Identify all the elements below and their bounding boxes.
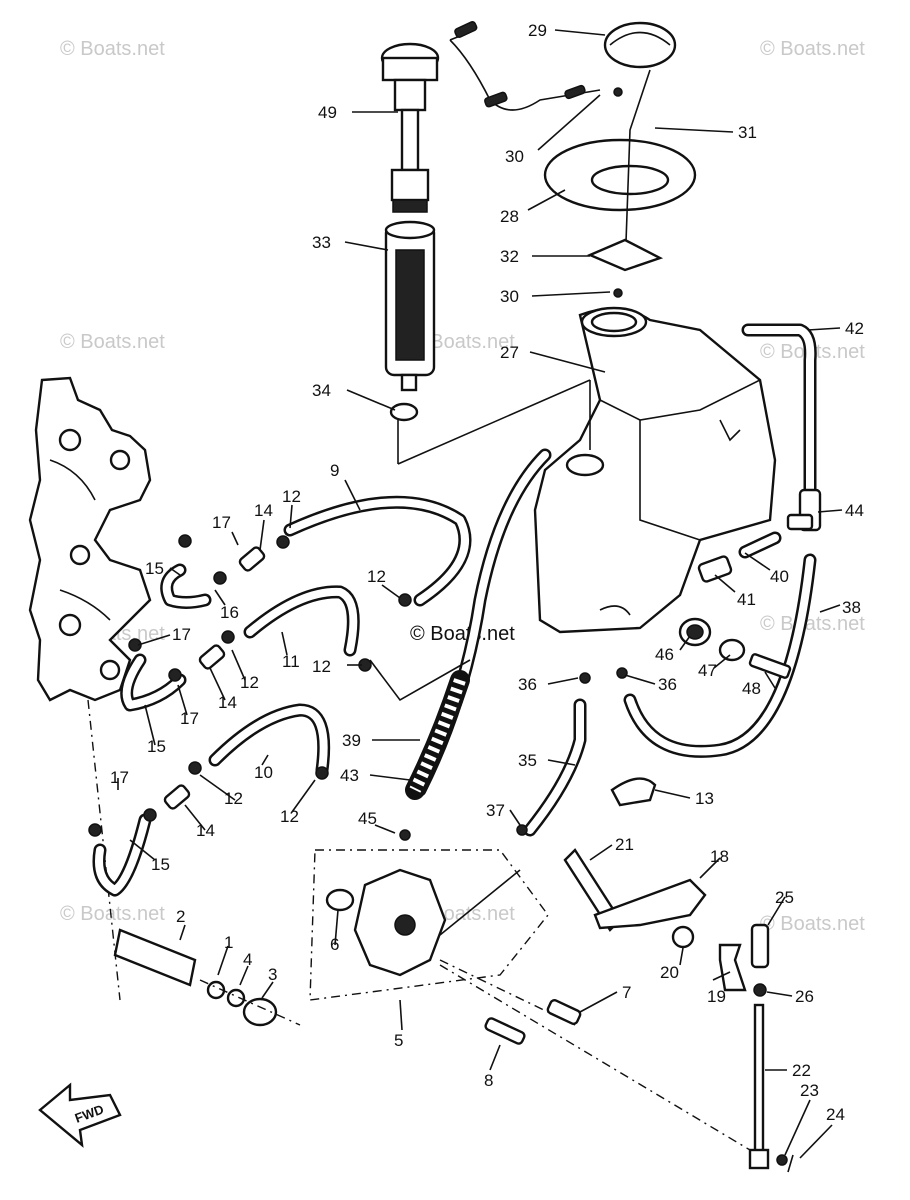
oil-tank — [533, 306, 777, 634]
callout-28: 28 — [500, 207, 519, 226]
callout-15: 15 — [147, 737, 166, 756]
callout-2: 2 — [176, 907, 185, 926]
callout-13: 13 — [695, 789, 714, 808]
leader-lines — [117, 29, 843, 1159]
callout-48: 48 — [742, 679, 761, 698]
callout-10: 10 — [254, 763, 273, 782]
callout-12: 12 — [280, 807, 299, 826]
pump-linkage — [563, 848, 794, 1173]
callout-39: 39 — [342, 731, 361, 750]
callout-36: 36 — [658, 675, 677, 694]
fittings — [88, 488, 822, 841]
watermark: © Boats.net — [760, 913, 865, 935]
fwd-arrow: FWD — [38, 1082, 122, 1148]
callout-38: 38 — [842, 598, 861, 617]
callout-11: 11 — [282, 652, 300, 671]
callout-42: 42 — [845, 319, 864, 338]
callout-8: 8 — [484, 1071, 493, 1090]
oil-level-gauge — [380, 42, 440, 213]
watermark: © Boats.net — [60, 331, 165, 353]
callout-22: 22 — [792, 1061, 811, 1080]
callout-4: 4 — [243, 950, 252, 969]
callout-17: 17 — [180, 709, 199, 728]
callout-40: 40 — [770, 567, 789, 586]
hose-protector — [405, 670, 470, 800]
callout-26: 26 — [795, 987, 814, 1006]
callout-27: 27 — [500, 343, 519, 362]
callout-47: 47 — [698, 661, 717, 680]
engine-block — [28, 376, 152, 1001]
callout-17: 17 — [172, 625, 191, 644]
callout-3: 3 — [268, 965, 277, 984]
callout-6: 6 — [330, 935, 339, 954]
watermark: © Boats.net — [410, 331, 515, 353]
callout-12: 12 — [367, 567, 386, 586]
callout-18: 18 — [710, 847, 729, 866]
callout-29: 29 — [528, 21, 547, 40]
callout-43: 43 — [340, 766, 359, 785]
callout-32: 32 — [500, 247, 519, 266]
oil-pump — [113, 849, 751, 1151]
callout-1: 1 — [224, 933, 233, 952]
callout-45: 45 — [358, 809, 377, 828]
oil-strainer — [384, 220, 436, 422]
filler-cap-assembly — [543, 21, 697, 298]
watermark: © Boats.net — [60, 38, 165, 60]
callout-17: 17 — [110, 768, 129, 787]
callout-7: 7 — [622, 983, 631, 1002]
dipstick-wiring — [449, 21, 601, 111]
callout-44: 44 — [845, 501, 864, 520]
callout-16: 16 — [220, 603, 239, 622]
watermark-center: © Boats.net — [410, 623, 515, 645]
callout-24: 24 — [826, 1105, 845, 1124]
callout-14: 14 — [254, 501, 273, 520]
callout-37: 37 — [486, 801, 505, 820]
callout-12: 12 — [282, 487, 301, 506]
callout-19: 19 — [707, 987, 726, 1006]
callout-12: 12 — [312, 657, 331, 676]
callout-5: 5 — [394, 1031, 403, 1050]
callout-14: 14 — [196, 821, 215, 840]
callout-49: 49 — [318, 103, 337, 122]
callout-36: 36 — [518, 675, 537, 694]
callout-35: 35 — [518, 751, 537, 770]
callout-25: 25 — [775, 888, 794, 907]
callout-31: 31 — [738, 123, 757, 142]
watermark: © Boats.net — [60, 903, 165, 925]
watermark: © Boats.net — [760, 38, 865, 60]
callout-33: 33 — [312, 233, 331, 252]
callout-14: 14 — [218, 693, 237, 712]
callout-20: 20 — [660, 963, 679, 982]
callout-labels: 49 29 31 30 28 33 32 30 42 27 34 9 17 14… — [110, 21, 864, 1124]
callout-30: 30 — [505, 147, 524, 166]
callout-46: 46 — [655, 645, 674, 664]
callout-17: 17 — [212, 513, 231, 532]
callout-12: 12 — [224, 789, 243, 808]
callout-12: 12 — [240, 673, 259, 692]
watermark: © Boats.net — [760, 613, 865, 635]
callout-30: 30 — [500, 287, 519, 306]
callout-34: 34 — [312, 381, 331, 400]
callout-9: 9 — [330, 461, 339, 480]
callout-41: 41 — [737, 590, 756, 609]
callout-15: 15 — [151, 855, 170, 874]
callout-15: 15 — [145, 559, 164, 578]
callout-21: 21 — [615, 835, 634, 854]
callout-23: 23 — [800, 1081, 819, 1100]
